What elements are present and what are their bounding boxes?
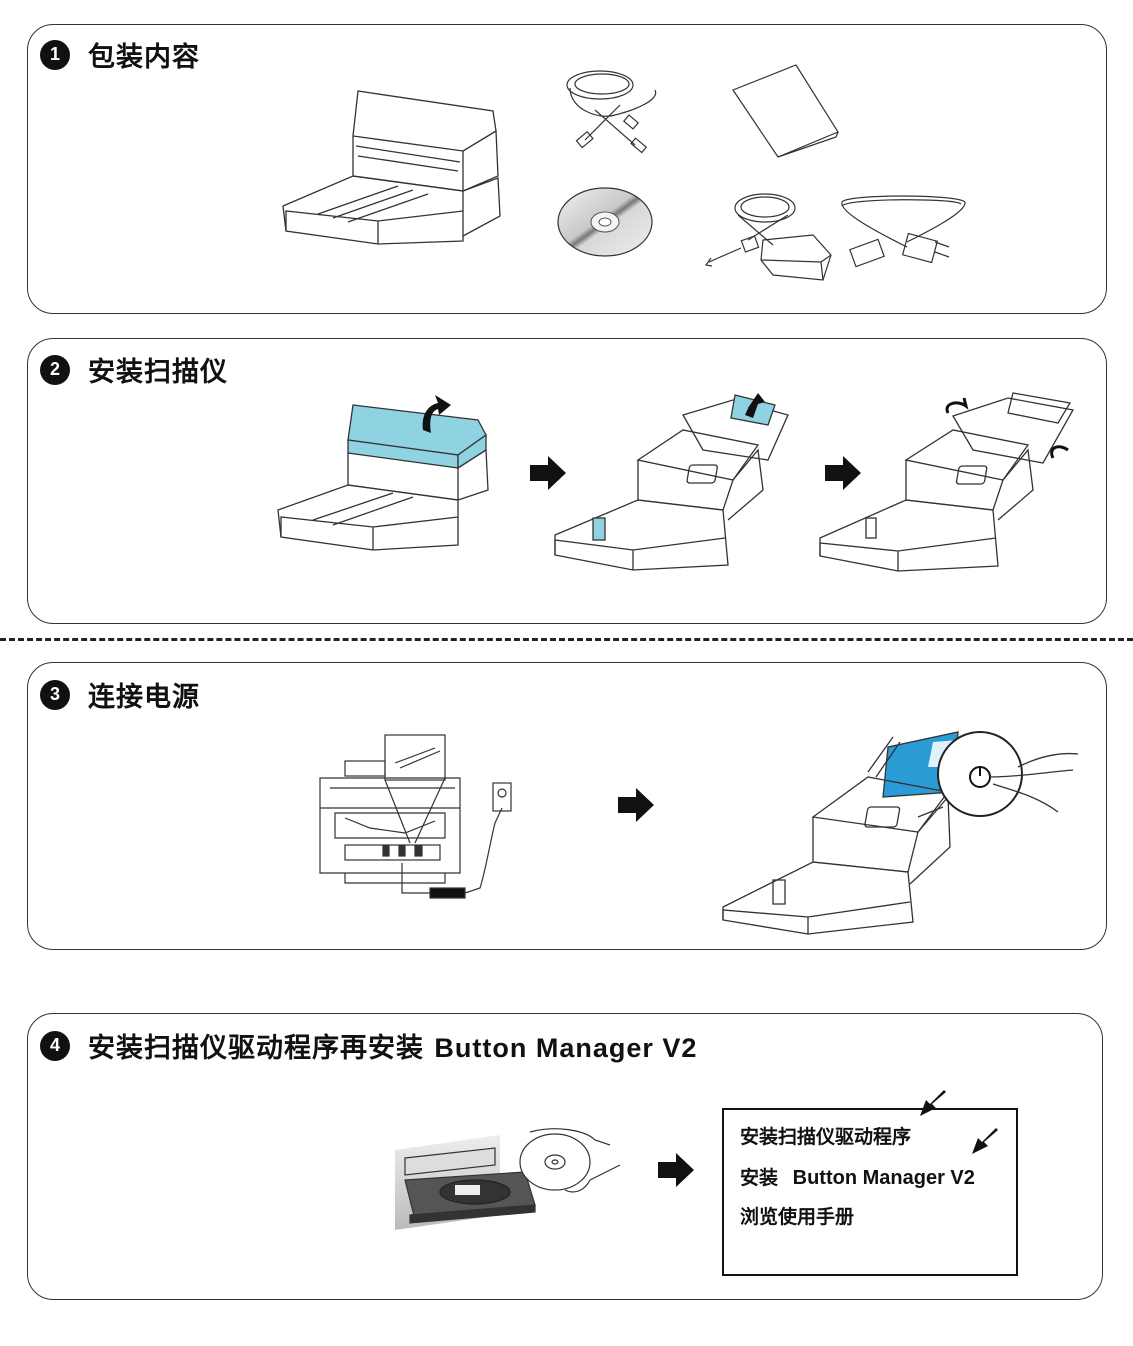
pointer-arrow-icon xyxy=(918,1090,948,1118)
open-lid-illustration xyxy=(273,395,493,555)
pointer-arrow-icon xyxy=(970,1128,1000,1156)
step-number-badge: 4 xyxy=(40,1030,70,1061)
adf-tray-illustration xyxy=(553,390,793,575)
option-label-cn: 安装 xyxy=(740,1167,779,1189)
step-number-badge: 3 xyxy=(40,679,70,710)
step-title-en: Button Manager V2 xyxy=(434,1033,698,1063)
step-1-header: 1 包装内容 xyxy=(40,35,200,74)
section-divider xyxy=(0,638,1133,641)
insert-cd-illustration xyxy=(395,1120,625,1235)
step-title: 安装扫描仪驱动程序再安装 Button Manager V2 xyxy=(88,1026,697,1065)
install-button-manager-option[interactable]: 安装 Button Manager V2 xyxy=(740,1163,975,1190)
install-driver-option[interactable]: 安装扫描仪驱动程序 xyxy=(740,1126,912,1148)
next-arrow-icon xyxy=(658,1153,694,1187)
power-cord-illustration xyxy=(837,192,972,272)
step-2-panel xyxy=(27,338,1107,624)
step-3-panel xyxy=(27,662,1107,950)
step-title: 连接电源 xyxy=(88,682,200,713)
step-number-badge: 1 xyxy=(40,39,70,70)
step-title: 安装扫描仪 xyxy=(88,357,228,388)
quick-guide-illustration xyxy=(728,62,843,162)
power-on-illustration xyxy=(718,722,1083,937)
install-menu: 安装扫描仪驱动程序 安装 Button Manager V2 浏览使用手册 xyxy=(722,1108,1018,1276)
step-1-panel xyxy=(27,24,1107,314)
next-arrow-icon xyxy=(530,456,566,490)
step-title-cn: 安装扫描仪驱动程序再安装 xyxy=(88,1033,424,1064)
next-arrow-icon xyxy=(618,788,654,822)
next-arrow-icon xyxy=(825,456,861,490)
adf-stopper-illustration xyxy=(818,388,1078,578)
step-title: 包装内容 xyxy=(88,42,200,73)
step-3-header: 3 连接电源 xyxy=(40,675,200,714)
step-2-header: 2 安装扫描仪 xyxy=(40,350,228,389)
cd-rom-illustration xyxy=(555,185,655,260)
browse-manual-option[interactable]: 浏览使用手册 xyxy=(740,1206,855,1228)
step-4-header: 4 安装扫描仪驱动程序再安装 Button Manager V2 xyxy=(40,1026,697,1065)
step-number-badge: 2 xyxy=(40,354,70,385)
usb-cable-illustration xyxy=(560,60,670,155)
power-connection-illustration xyxy=(315,733,535,905)
power-adapter-illustration xyxy=(703,190,833,285)
scanner-illustration xyxy=(278,86,503,251)
option-label-en: Button Manager V2 xyxy=(792,1167,975,1189)
